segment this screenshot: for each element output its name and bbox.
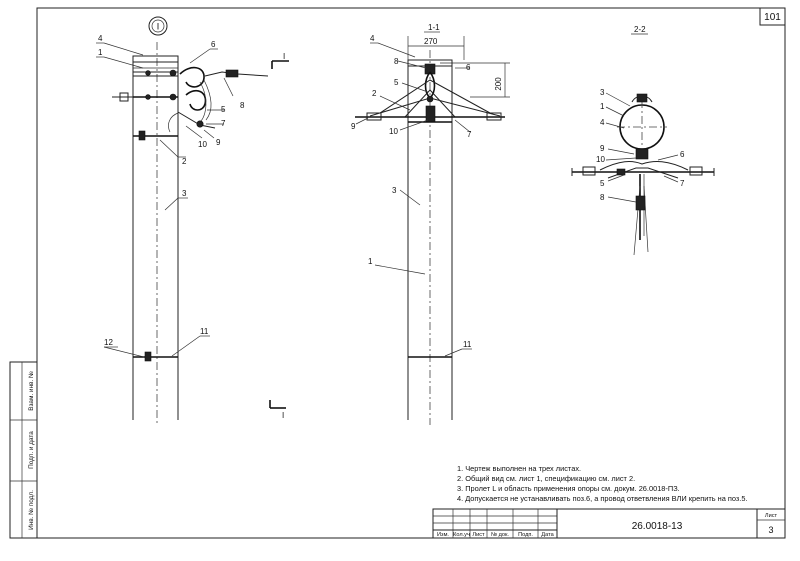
view-marker-circle [148, 16, 168, 36]
side-stamp: Взам. инв. № Подп. и дата Инв. № подл. [9, 361, 38, 539]
front-callout-12: 12 [104, 338, 113, 347]
sheet-frame [36, 7, 786, 539]
front-callout-6: 6 [211, 40, 216, 49]
section-1-1-title: 1-1 [428, 23, 440, 32]
side-stamp-replace: Взам. инв. № [28, 371, 35, 411]
front-callout-7: 7 [221, 119, 226, 128]
view-marker-label: I [157, 22, 160, 32]
side-stamp-inventory: Инв. № подл. [28, 490, 35, 530]
section1-callout-7: 7 [467, 130, 472, 139]
front-callout-1: 1 [98, 48, 103, 57]
note-2: 2. Общий вид см. лист 1, спецификацию см… [457, 474, 635, 483]
section1-callout-1: 1 [368, 257, 373, 266]
document-code: 26.0018-13 [632, 521, 683, 532]
notes-block: 1. Чертеж выполнен на трех листах. 2. Об… [457, 464, 748, 503]
dimension-width: 270 [424, 37, 438, 46]
title-block: Изм. Кол.уч Лист № док. Подп. Дата 26.00… [432, 508, 786, 539]
section2-callout-1: 1 [600, 102, 605, 111]
section1-callout-8: 8 [394, 57, 399, 66]
section2-callout-9: 9 [600, 144, 605, 153]
section2-callout-7: 7 [680, 179, 685, 188]
front-callout-11: 11 [200, 327, 209, 336]
front-callout-2: 2 [182, 157, 187, 166]
section1-callout-5: 5 [394, 78, 399, 87]
top-number-box [759, 7, 786, 26]
sheet-label: Лист [765, 513, 778, 519]
section-2-2-title: 2-2 [634, 25, 646, 34]
section2-callout-10: 10 [596, 155, 605, 164]
sheet-number: 3 [768, 525, 773, 535]
front-callout-8: 8 [240, 101, 245, 110]
tb-col-count: Кол.уч [453, 532, 470, 538]
section1-callout-9: 9 [351, 122, 356, 131]
front-callout-3: 3 [182, 189, 187, 198]
section2-callout-4: 4 [600, 118, 605, 127]
note-4: 4. Допускается не устанавливать поз.6, а… [457, 494, 748, 503]
note-1: 1. Чертеж выполнен на трех листах. [457, 464, 581, 473]
section1-callout-10: 10 [389, 127, 398, 136]
section1-callout-2: 2 [372, 89, 377, 98]
section1-callout-3: 3 [392, 186, 397, 195]
front-callout-4: 4 [98, 34, 103, 43]
front-view: I 4 1 [96, 16, 289, 425]
section-mark-top: I [283, 52, 285, 61]
tb-col-sheet: Лист [472, 532, 485, 538]
note-3: 3. Пролет L и область применения опоры с… [457, 484, 680, 493]
tb-col-date: Дата [541, 532, 554, 538]
tb-col-docnum: № док. [491, 532, 509, 538]
section1-callout-4: 4 [370, 34, 375, 43]
side-stamp-sign: Подп. и дата [28, 431, 35, 469]
top-right-number: 101 [764, 12, 781, 23]
section-2-2-view: 2-2 3 1 4 9 10 6 5 [571, 25, 715, 256]
section1-callout-11: 11 [463, 340, 472, 349]
tb-col-sign: Подп. [518, 532, 533, 538]
section-1-1-view: 1-1 270 200 4 8 6 [351, 23, 510, 425]
front-callout-10: 10 [198, 140, 207, 149]
section2-callout-8: 8 [600, 193, 605, 202]
dimension-height: 200 [494, 77, 503, 91]
section2-callout-5: 5 [600, 179, 605, 188]
tb-col-change: Изм. [437, 532, 449, 538]
front-callout-5: 5 [221, 105, 226, 114]
section2-callout-3: 3 [600, 88, 605, 97]
section1-callout-6: 6 [466, 63, 471, 72]
section-mark-bottom: I [282, 411, 284, 420]
section2-callout-6: 6 [680, 150, 685, 159]
front-callout-9: 9 [216, 138, 221, 147]
